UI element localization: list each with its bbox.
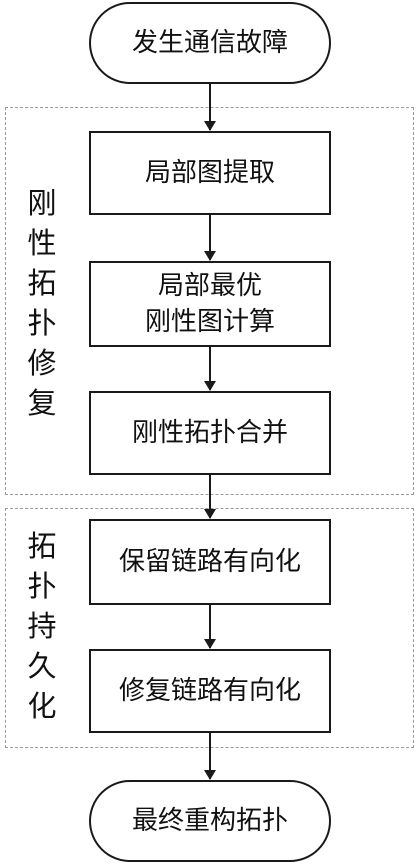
rigid-topology-merge-node: 刚性拓扑合并	[89, 391, 331, 475]
repair-link-orientation-label: 修复链路有向化	[118, 676, 301, 706]
keep-link-orientation-node: 保留链路有向化	[89, 519, 331, 605]
end-node-label: 最终重构拓扑	[131, 806, 288, 836]
local-graph-extract-label: 局部图提取	[144, 158, 275, 188]
end-node: 最终重构拓扑	[89, 780, 331, 862]
persistence-group-label: 拓 扑 持 久 化	[27, 529, 57, 723]
repair-link-orientation-node: 修复链路有向化	[89, 649, 331, 733]
rigid-repair-group-label: 刚 性 拓 扑 修 复	[27, 186, 57, 420]
keep-link-orientation-label: 保留链路有向化	[118, 547, 301, 577]
local-graph-extract-node: 局部图提取	[89, 131, 331, 215]
start-node-label: 发生通信故障	[131, 28, 288, 58]
start-node: 发生通信故障	[89, 2, 331, 84]
rigid-topology-merge-label: 刚性拓扑合并	[131, 418, 288, 448]
local-optimal-rigid-graph-label: 局部最优 刚性图计算	[144, 271, 275, 337]
local-optimal-rigid-graph-node: 局部最优 刚性图计算	[89, 261, 331, 347]
